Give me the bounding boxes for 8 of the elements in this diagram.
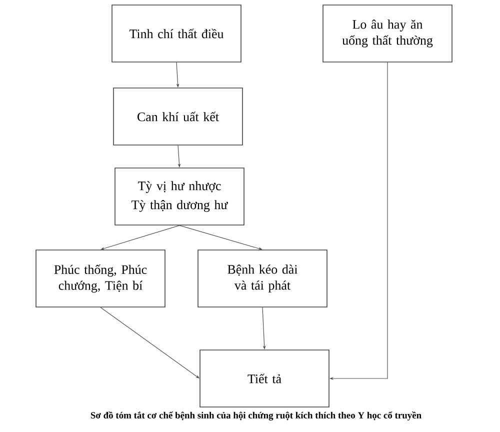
process-box: Tiết tả: [200, 350, 330, 408]
process-box: Can khí uất kết: [113, 88, 243, 146]
process-box: Lo âu hay ăn uống thất thường: [322, 4, 452, 62]
process-box: Tinh chí thất điều: [112, 4, 242, 62]
process-box: Tỳ vị hư nhược Tỳ thận dương hư: [114, 168, 244, 226]
process-box: Bệnh kéo dài và tái phát: [198, 250, 328, 308]
process-box: Phúc thống, Phúc chướng, Tiện bí: [36, 250, 166, 308]
caption: Sơ đồ tóm tắt cơ chế bệnh sinh của hội chứng ruột kích thích theo Y học cổ truyền: [90, 412, 422, 420]
